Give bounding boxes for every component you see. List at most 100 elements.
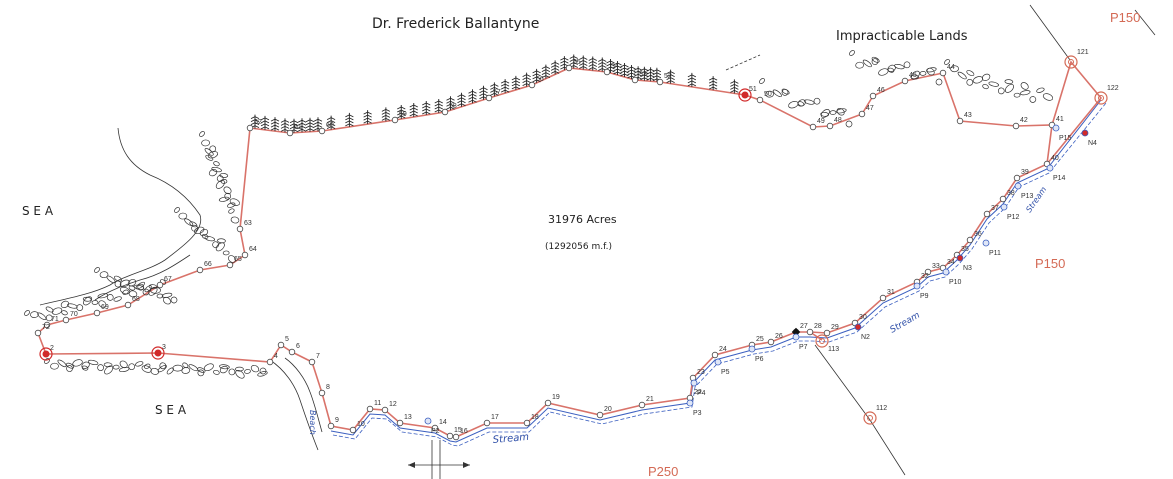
coastline-beach — [269, 359, 319, 451]
point-label: 17 — [491, 414, 499, 421]
tree-icon — [620, 63, 629, 77]
beach-label: Beach — [308, 410, 317, 435]
tree-icon — [541, 64, 551, 79]
point-label: 55 — [573, 59, 581, 66]
rock-icon — [87, 359, 99, 366]
benchmark-label: 121 — [1077, 49, 1089, 56]
station-label: P6 — [755, 356, 764, 363]
station-label: N4 — [1088, 140, 1097, 147]
rock-icon — [926, 67, 937, 73]
benchmark-inner — [867, 415, 873, 421]
rock-icon — [212, 241, 219, 249]
survey-point — [452, 433, 460, 441]
rock-icon — [772, 89, 782, 98]
rock-icon — [804, 99, 815, 105]
survey-point — [711, 351, 719, 359]
point-label: 19 — [552, 394, 560, 401]
point-label: 59 — [399, 111, 407, 118]
survey-point — [366, 405, 374, 413]
survey-point — [858, 110, 866, 118]
survey-point — [767, 338, 775, 346]
survey-point — [901, 77, 909, 85]
point-label: 54 — [611, 63, 619, 70]
rock-icon — [208, 169, 218, 177]
rock-icon — [836, 107, 845, 116]
rock-icon — [887, 64, 896, 72]
point-label: 15 — [454, 427, 462, 434]
rock-icon — [1004, 83, 1014, 93]
area-sqm-label: (1292056 m.f.) — [545, 242, 612, 252]
survey-point — [966, 236, 974, 244]
rock-icon — [1020, 82, 1029, 90]
tree-icon — [579, 55, 588, 70]
rock-icon — [97, 293, 109, 299]
rock-icon — [122, 289, 129, 295]
rock-icon — [228, 368, 236, 376]
rock-icon — [207, 151, 219, 159]
rock-icon — [765, 90, 775, 98]
station-marker — [1000, 203, 1008, 211]
rock-icon — [97, 364, 104, 371]
point-label: 39 — [1021, 169, 1029, 176]
rock-icon — [57, 359, 67, 368]
survey-point — [956, 117, 964, 125]
point-label: 31 — [887, 289, 895, 296]
tree-icon — [627, 65, 636, 79]
rock-icon — [135, 361, 144, 367]
point-label: 27 — [800, 323, 808, 330]
boundary-ne-corner — [1046, 60, 1103, 165]
point-label: 7 — [316, 353, 320, 360]
survey-point — [246, 124, 254, 132]
coastline-left — [39, 127, 202, 306]
benchmark-inner — [1068, 59, 1074, 65]
rock-icon — [759, 78, 765, 84]
rock-icon — [133, 284, 145, 290]
tree-icon — [500, 79, 510, 94]
parcel-label-e: P150 — [1035, 256, 1065, 271]
point-label: 44 — [947, 64, 955, 71]
point-label: 58 — [449, 103, 457, 110]
rock-icon — [189, 221, 198, 228]
station-label: P11 — [989, 250, 1001, 257]
rock-icon — [94, 267, 100, 273]
rock-icon — [127, 279, 137, 287]
station-label: P15 — [1059, 135, 1072, 142]
point-label: 47 — [866, 105, 874, 112]
neighbor-label: Impracticable Lands — [836, 29, 968, 44]
survey-point — [318, 127, 326, 135]
survey-point — [43, 321, 51, 329]
survey-point — [523, 419, 531, 427]
survey-point — [196, 266, 204, 274]
survey-point — [823, 329, 831, 337]
station-marker — [942, 268, 950, 276]
point-label: 43 — [964, 112, 972, 119]
rock-icon — [228, 208, 235, 214]
station-label: N2 — [861, 334, 870, 341]
station-label: P3 — [693, 410, 702, 417]
point-label: 14 — [439, 419, 447, 426]
survey-point — [226, 261, 234, 269]
parcel-label-ne: P150 — [1110, 10, 1140, 25]
survey-point — [1012, 122, 1020, 130]
rock-icon — [219, 364, 230, 370]
tree-icon — [687, 72, 697, 87]
rock-icon — [227, 255, 237, 263]
tree-icon — [468, 89, 477, 104]
station-label: P9 — [920, 293, 929, 300]
survey-point — [34, 329, 42, 337]
point-label: 25 — [756, 336, 764, 343]
rock-icon — [119, 360, 128, 369]
rock-icon — [204, 236, 216, 242]
rock-icon — [37, 312, 47, 321]
station-marker — [748, 345, 756, 353]
tree-icon — [409, 103, 418, 117]
rock-icon — [106, 275, 116, 284]
point-label: 62 — [254, 119, 262, 126]
rock-icon — [30, 311, 39, 318]
rock-icon — [66, 365, 73, 372]
rock-icon — [114, 280, 122, 288]
station-marker — [1081, 129, 1089, 137]
benchmark-outer — [1064, 55, 1078, 69]
